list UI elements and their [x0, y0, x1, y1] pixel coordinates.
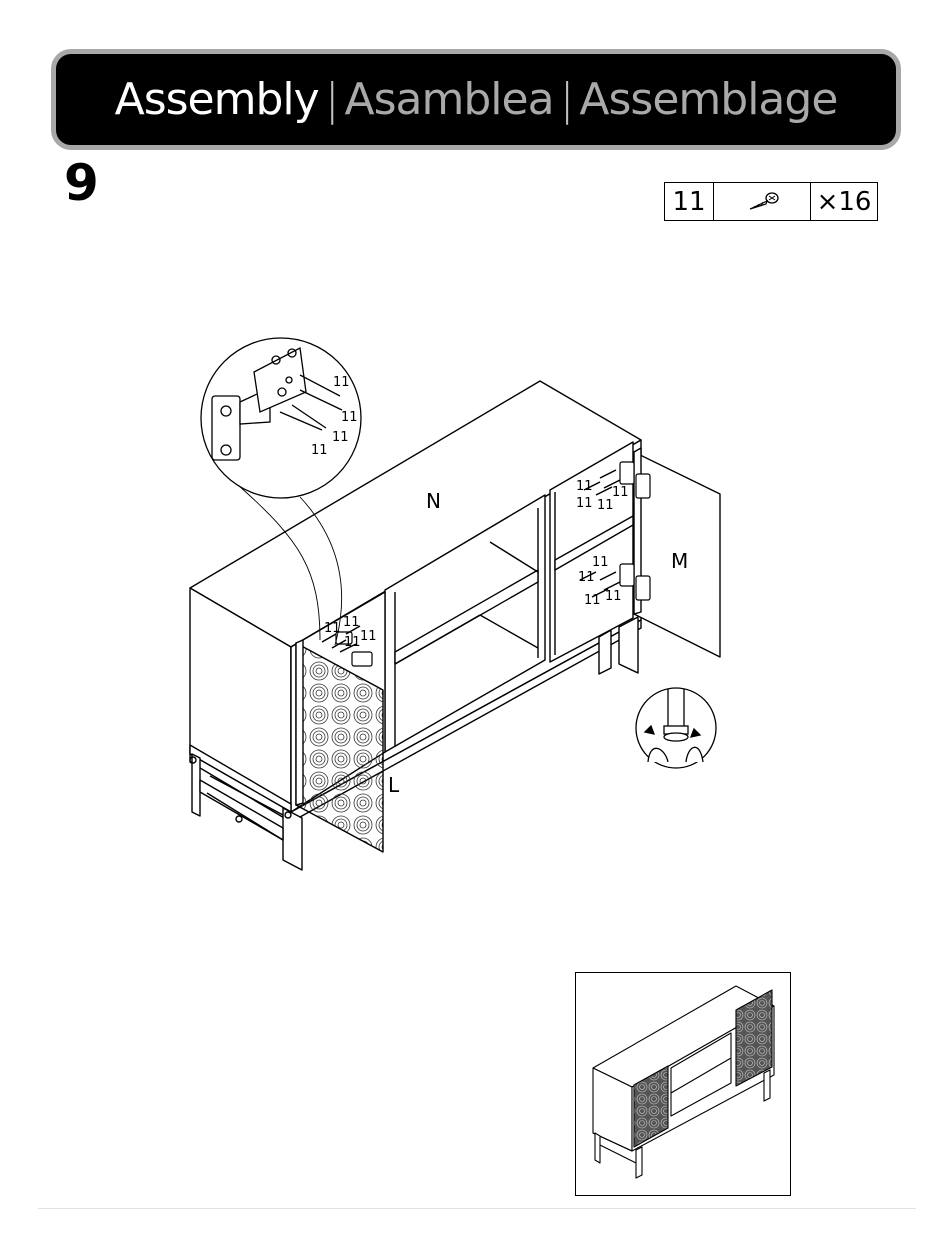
screw-label: 11 [592, 555, 609, 570]
screw-label: 11 [360, 629, 377, 644]
completed-cabinet-preview [576, 973, 789, 1194]
screw-label: 11 [332, 430, 349, 445]
leg-front-right [619, 617, 638, 673]
footer-rule [38, 1208, 916, 1209]
screw-label: 11 [576, 479, 593, 494]
zoom-callout-leveler [636, 688, 716, 768]
screw-label: 11 [605, 589, 622, 604]
left-door-label: L [388, 773, 400, 797]
screw-label: 11 [341, 410, 358, 425]
screw-label: 11 [576, 496, 593, 511]
screw-label: 11 [343, 615, 360, 630]
screw-label: 11 [612, 485, 629, 500]
screw-label: 11 [311, 443, 328, 458]
screw-label: 11 [584, 593, 601, 608]
right-door-label: M [671, 549, 688, 573]
leg-center [599, 630, 611, 674]
screw-label: 11 [344, 635, 361, 650]
completed-preview-frame [575, 972, 791, 1196]
screw-label: 11 [597, 498, 614, 513]
screw-label: 11 [578, 570, 595, 585]
top-panel-label: N [426, 489, 441, 513]
screw-label: 11 [333, 375, 350, 390]
